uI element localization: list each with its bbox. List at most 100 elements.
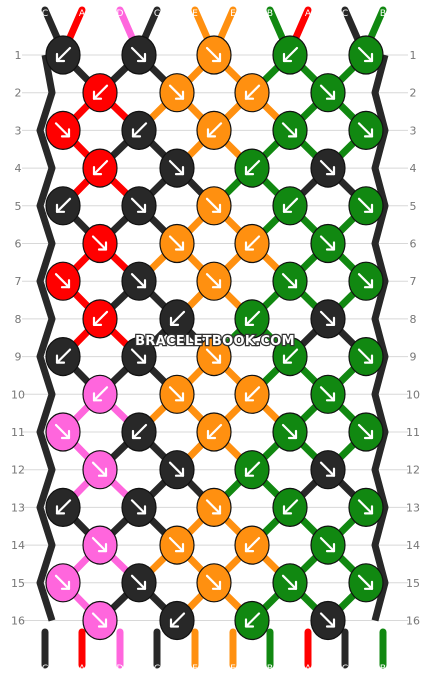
strand-top-tail [116,6,138,46]
strand-label-top: C [154,9,160,19]
knot [310,223,346,264]
knot-arrow-head-icon [363,429,374,440]
knot-arrow-head-icon [60,279,71,289]
knot-arrow-head-icon [169,618,180,628]
knot-arrow-head-icon [363,354,374,364]
row-number-left: 2 [15,87,22,100]
watermark-text: BRACELETBOOK.COM [135,334,295,349]
knot-arrow-head-icon [363,279,374,289]
knot-arrow-head-icon [325,166,336,176]
knot-arrow-head-icon [282,354,293,364]
knot [82,299,118,339]
knot [121,186,157,226]
strand-label-top: C [342,9,348,19]
knot [121,110,157,150]
knot-arrow-shaft [244,612,261,628]
knot-arrow-head-icon [55,203,66,213]
knot-arrow-shaft [168,461,185,477]
knot-arrow-head-icon [211,52,222,63]
knot-arrow-head-icon [169,316,180,326]
knot-arrow-shaft [54,574,71,590]
knot [348,110,384,150]
knot [159,600,195,641]
knot-arrow-head-icon [325,90,336,100]
knot-arrow-shaft [319,536,336,553]
knot-arrow-shaft [55,499,72,515]
row-number-right: 10 [406,388,420,401]
knot-arrow-head-icon [244,542,255,553]
knot-arrow-head-icon [282,505,293,515]
strand-label-top: C [42,9,48,19]
row-number-right: 5 [410,200,417,213]
knot-arrow-shaft [130,197,147,213]
knot-arrow-head-icon [60,128,71,138]
knot [196,35,232,75]
knot-arrow-shaft [168,536,185,553]
right-edge-thread [371,54,389,622]
knot-arrow-shaft [281,122,298,138]
knot-arrow-head-icon [97,241,108,251]
knot [272,35,308,75]
knot-arrow-head-icon [136,505,147,515]
strand-top-tail [341,6,363,46]
knot-arrow-shaft [168,235,185,251]
knot-arrow-shaft [281,423,298,440]
row-number-left: 10 [11,388,25,401]
knot-arrow-shaft [92,310,109,326]
row-number-left: 6 [15,238,22,251]
knot-arrow-shaft [281,273,298,289]
knot-arrow-shaft [319,160,336,176]
row-number-right: 14 [406,539,420,552]
knot-arrow-head-icon [136,354,147,364]
knot-arrow-shaft [282,197,299,213]
knot-arrow-head-icon [282,203,293,213]
knot-arrow-shaft [357,122,374,138]
knot-arrow-shaft [282,348,299,364]
knot [234,600,270,641]
strand-label-top: D [117,9,124,19]
knot [82,148,118,188]
knot [45,487,81,527]
knot-arrow-shaft [206,122,223,138]
strand-label-bottom: C [342,664,348,674]
knot-arrow-head-icon [244,467,255,477]
knot [272,186,308,226]
strand-label-bottom: A [79,664,86,674]
row-number-left: 5 [15,200,22,213]
knot-arrow-shaft [282,499,299,515]
knot [234,525,270,565]
knot [121,487,157,527]
knot [45,412,81,452]
knot [348,35,384,75]
knot [234,299,270,339]
knot-arrow-head-icon [211,354,222,364]
knot-arrow-head-icon [287,128,298,138]
row-number-left: 4 [15,162,22,175]
strand-label-bottom: B [380,664,386,674]
knot [348,337,384,377]
knot [45,563,81,603]
knot [45,186,81,226]
strand-label-bottom: E [230,664,236,674]
row-number-right: 11 [406,426,420,439]
strand-label-top: B [267,9,273,19]
knot [348,563,384,603]
strand-label-top: A [305,9,312,19]
strand-label-top: E [230,9,236,19]
knot-arrow-shaft [244,310,261,326]
knot [45,110,81,150]
knot-arrow-shaft [168,160,185,176]
row-number-left: 15 [11,577,25,590]
knot-arrow-head-icon [92,392,103,402]
knot-arrow-shaft [130,499,147,515]
knot-arrow-head-icon [244,618,255,628]
knot [82,374,118,414]
knot-arrow-shaft [54,122,71,138]
knot-arrow-head-icon [244,166,255,176]
knot [310,73,346,113]
knot [348,186,384,226]
row-number-right: 3 [410,124,417,137]
strand-label-bottom: D [117,664,124,674]
knot-arrow-head-icon [363,128,374,138]
